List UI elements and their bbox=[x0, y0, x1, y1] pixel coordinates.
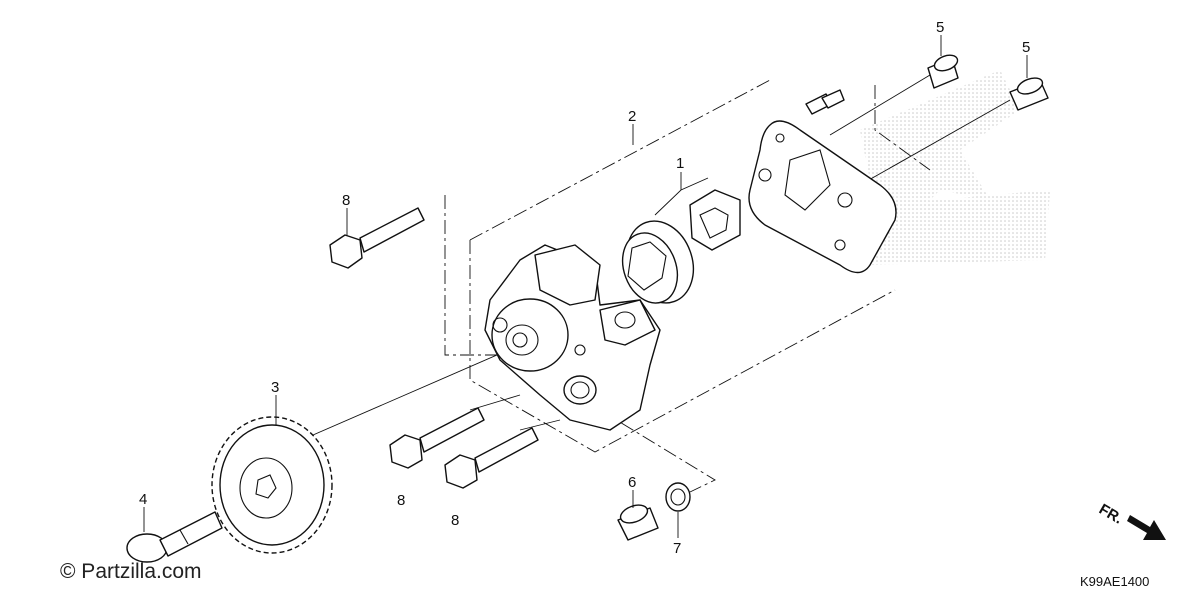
reference-code: K99AE1400 bbox=[1080, 574, 1149, 589]
front-direction-indicator: FR. bbox=[1096, 501, 1166, 540]
shaft-pin bbox=[126, 511, 223, 563]
pump-cover-plate bbox=[748, 120, 897, 274]
flange-bolt-upper bbox=[329, 207, 425, 269]
callout-1: 1 bbox=[676, 155, 684, 172]
direction-label: FR. bbox=[1096, 501, 1125, 528]
callout-leaders bbox=[143, 35, 1028, 538]
oil-pump-body bbox=[484, 244, 661, 431]
callout-8-upper: 8 bbox=[342, 192, 350, 209]
honda-watermark bbox=[860, 70, 1050, 265]
direction-arrow-icon bbox=[1127, 515, 1166, 540]
driven-gear bbox=[211, 416, 333, 554]
flange-bolt-lower bbox=[444, 427, 539, 489]
callout-7: 7 bbox=[673, 540, 681, 557]
callout-5-upper: 5 bbox=[936, 19, 944, 36]
o-ring bbox=[665, 482, 691, 512]
callout-labels: 1 2 3 4 5 5 6 7 8 8 8 bbox=[139, 19, 1030, 557]
dowel-pin-upper bbox=[927, 54, 959, 89]
callout-8-middle: 8 bbox=[397, 492, 405, 509]
callout-3: 3 bbox=[271, 379, 279, 396]
flange-bolt-middle bbox=[389, 407, 485, 469]
callout-4: 4 bbox=[139, 491, 147, 508]
assembly-outline bbox=[289, 74, 1011, 493]
outer-rotor bbox=[621, 220, 695, 304]
small-screw bbox=[805, 89, 845, 115]
dowel-pin-right bbox=[1009, 77, 1049, 111]
dowel-pin-lower bbox=[617, 504, 659, 541]
inner-rotor bbox=[689, 189, 741, 251]
copyright-text: © Partzilla.com bbox=[60, 560, 202, 583]
callout-6: 6 bbox=[628, 474, 636, 491]
callout-8-lower: 8 bbox=[451, 512, 459, 529]
callout-2: 2 bbox=[628, 108, 636, 125]
callout-5-right: 5 bbox=[1022, 39, 1030, 56]
